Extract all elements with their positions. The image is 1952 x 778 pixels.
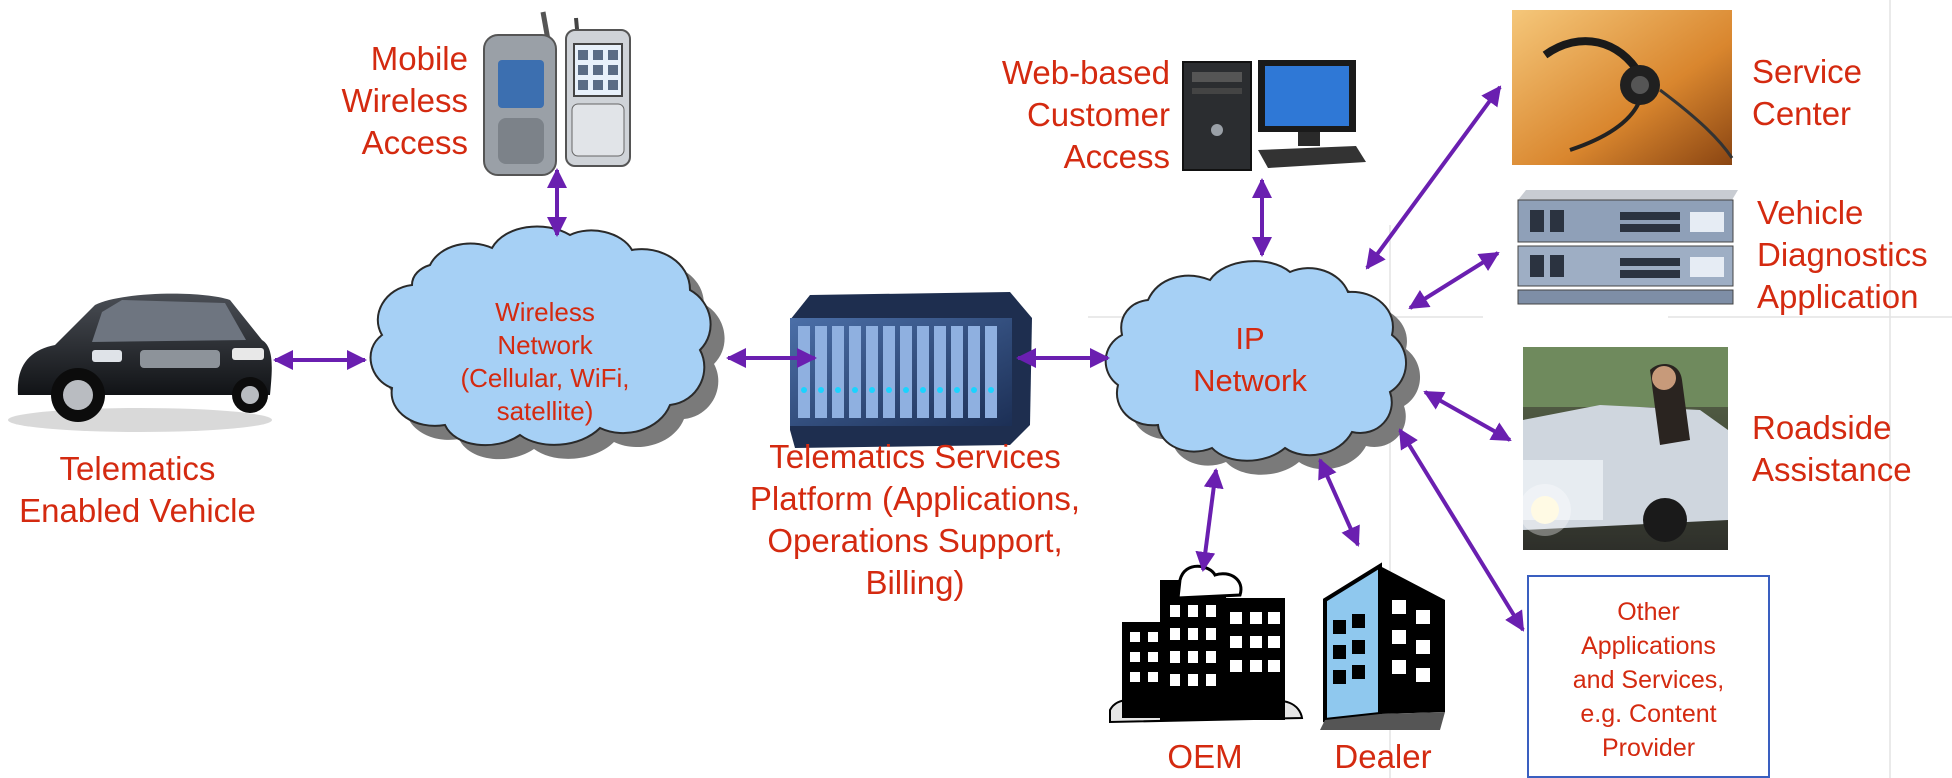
- wireless-network-cloud: [369, 225, 725, 460]
- arrow-ip-roadside: [1423, 390, 1512, 442]
- network-router-icon: [1517, 190, 1738, 305]
- desktop-computer-icon: [1182, 60, 1366, 171]
- roadside-breakdown-icon: [1519, 347, 1728, 550]
- wireless-network-label: Wireless Network (Cellular, WiFi, satell…: [460, 297, 630, 426]
- dealer-label: Dealer: [1334, 738, 1432, 775]
- platform-label: Telematics Services Platform (Applicatio…: [749, 438, 1081, 601]
- service-center-label: Service Center: [1752, 53, 1863, 132]
- connection-arrows: [273, 85, 1525, 632]
- other-applications-box: Other Applications and Services, e.g. Co…: [1527, 575, 1770, 778]
- oem-label: OEM: [1167, 738, 1243, 775]
- ip-network-cloud: [1104, 260, 1421, 475]
- diagnostics-label: Vehicle Diagnostics Application: [1757, 194, 1928, 315]
- roadside-label: Roadside Assistance: [1752, 409, 1912, 488]
- arrow-ip-oem: [1195, 468, 1224, 572]
- car-icon: [8, 293, 272, 432]
- arrow-ip-other: [1398, 428, 1525, 632]
- arrow-ip-diagnostics: [1408, 251, 1500, 310]
- dealer-building-icon: [1320, 562, 1445, 730]
- mobile-label: Mobile Wireless Access: [341, 40, 468, 161]
- mobile-phones-icon: [483, 11, 631, 176]
- web-access-label: Web-based Customer Access: [1001, 54, 1170, 175]
- headset-icon: [1512, 10, 1734, 165]
- ip-network-label: IP Network: [1193, 321, 1307, 398]
- arrow-ip-dealer: [1318, 458, 1360, 547]
- office-buildings-icon: [1109, 564, 1304, 724]
- vehicle-label: Telematics Enabled Vehicle: [19, 450, 256, 529]
- server-rack-icon: [790, 292, 1032, 448]
- arrow-ip-service-center: [1365, 85, 1502, 270]
